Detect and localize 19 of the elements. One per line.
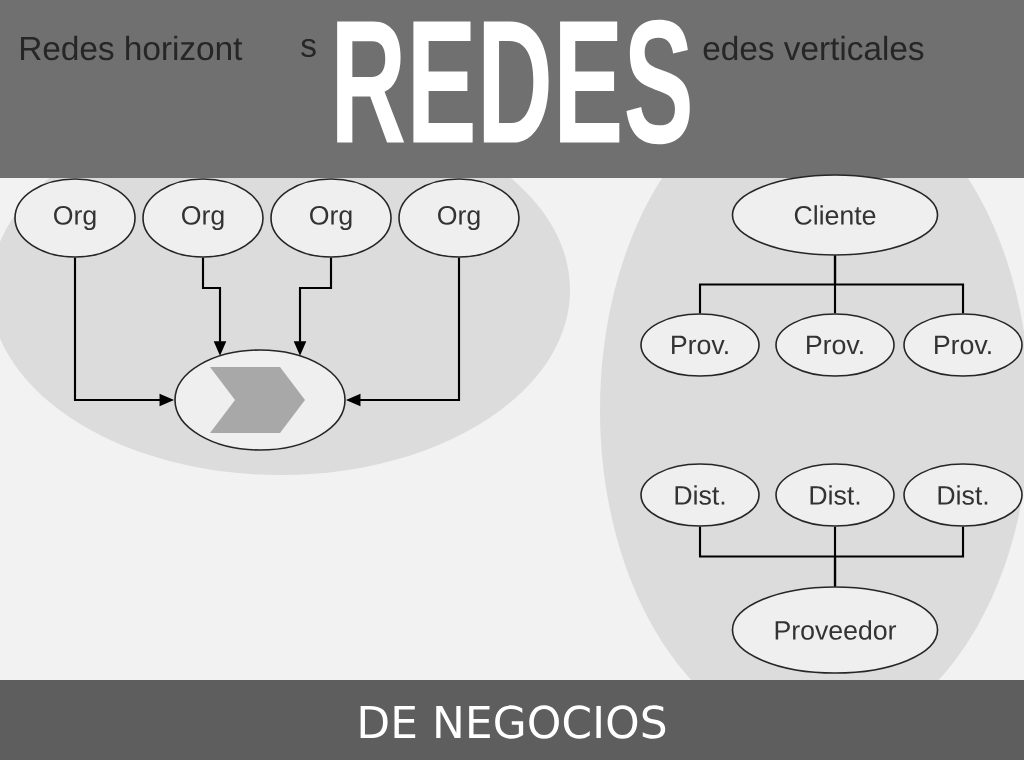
ellipse-node: Prov. xyxy=(775,313,895,377)
ellipse-node: Dist. xyxy=(903,463,1023,527)
heading-text: edes verticales xyxy=(703,35,924,61)
title: REDES xyxy=(337,19,690,145)
ellipse-node: Prov. xyxy=(640,313,760,377)
caption: DE NEGOCIOS xyxy=(360,705,666,739)
ellipse-node: Dist. xyxy=(640,463,760,527)
ellipse-node: Org xyxy=(398,178,520,258)
connector-line xyxy=(833,255,965,314)
ellipse-node: Org xyxy=(270,178,392,258)
heading-text: s xyxy=(301,38,316,58)
ellipse-node: Org xyxy=(142,178,264,258)
ellipse-node: Dist. xyxy=(775,463,895,527)
ellipse-node: Cliente xyxy=(731,174,939,256)
connector-line xyxy=(833,526,965,587)
ellipse-node: Org xyxy=(14,178,136,258)
ellipse-node: Prov. xyxy=(903,313,1023,377)
ellipse-node: Proveedor xyxy=(731,586,939,674)
heading-text: Redes horizont xyxy=(21,35,243,61)
